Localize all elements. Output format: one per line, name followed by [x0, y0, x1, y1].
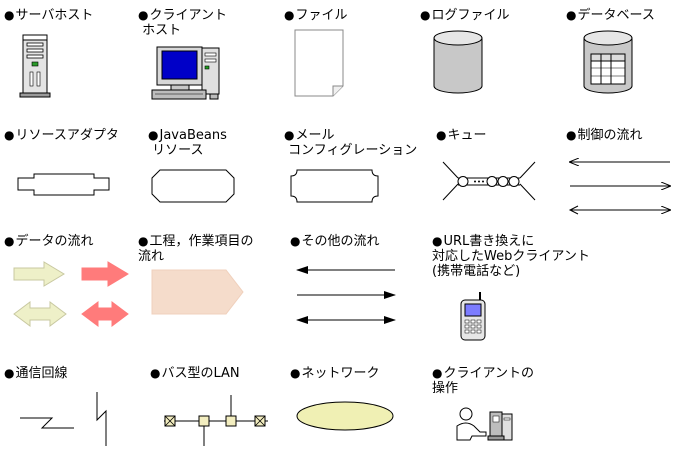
label-javabeans-resource: JavaBeans リソース [148, 128, 227, 158]
process-flow-shape [151, 269, 244, 315]
label-log-file: ログファイル [420, 8, 509, 23]
label-network: ネットワーク [290, 366, 379, 381]
resource-adapter-shape [17, 173, 110, 196]
label-client-operation: クライアントの 操作 [432, 366, 534, 396]
label-other-flow: その他の流れ [290, 234, 379, 249]
other-flow-arrows [296, 266, 396, 324]
server-tower-icon [19, 34, 51, 98]
label-database: データベース [566, 8, 654, 23]
client-operation-icon [456, 407, 513, 441]
label-control-flow: 制御の流れ [566, 128, 642, 143]
label-process-flow: 工程，作業項目の 流れ [138, 234, 254, 264]
label-url-rewrite-client: URL書き換えに 対応したWebクライアント (携帯電話など) [432, 234, 590, 279]
label-queue: キュー [436, 128, 486, 143]
label-bus-lan: バス型のLAN [150, 366, 239, 381]
log-file-cylinder-icon [433, 30, 483, 94]
mobile-phone-icon [460, 292, 486, 341]
file-icon [294, 29, 344, 97]
network-ellipse [296, 401, 394, 431]
queue-icon [442, 161, 536, 201]
label-server-host: サーバホスト [4, 8, 93, 23]
label-resource-adapter: リソースアダプタ [4, 128, 118, 143]
javabeans-resource-shape [151, 169, 235, 203]
bus-lan-icon [164, 395, 268, 446]
data-flow-arrows [13, 261, 129, 327]
mail-configuration-shape [290, 169, 379, 203]
label-comm-line: 通信回線 [4, 366, 67, 381]
label-client-host: クライアント ホスト [138, 8, 227, 38]
client-pc-icon [151, 46, 220, 100]
label-mail-configuration: メール コンフィグレーション [284, 128, 417, 158]
control-flow-arrows [568, 162, 670, 215]
database-cylinder-icon [583, 30, 633, 94]
label-file: ファイル [284, 8, 347, 23]
label-data-flow: データの流れ [4, 234, 93, 249]
comm-line-icon [20, 392, 107, 446]
